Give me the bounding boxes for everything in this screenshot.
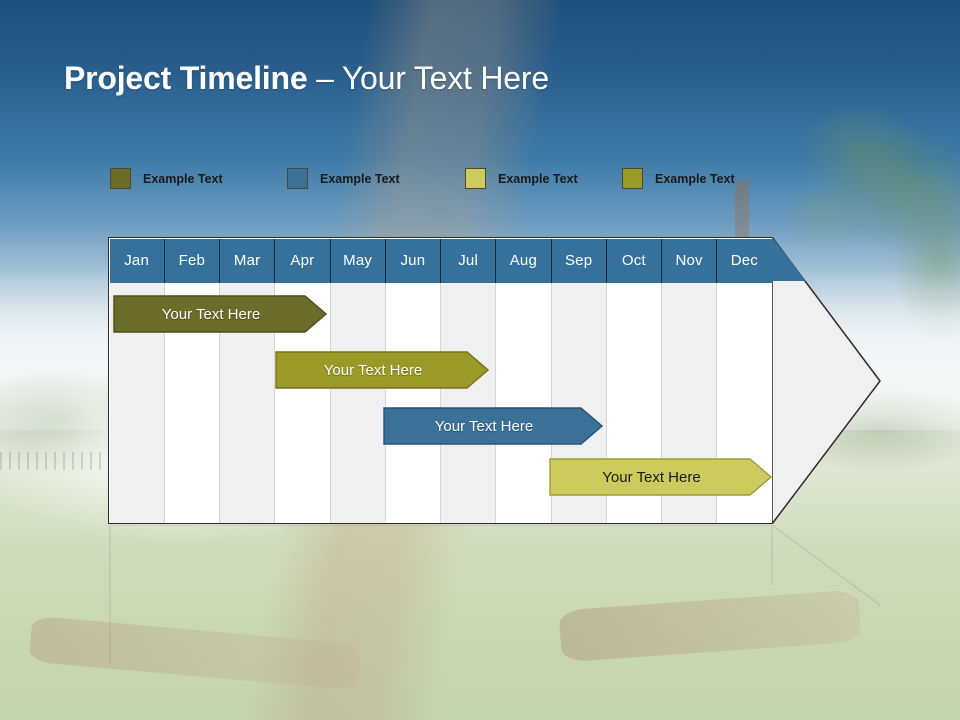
legend: Example Text Example Text Example Text Exam…: [110, 168, 870, 194]
legend-label: Example Text: [498, 171, 578, 186]
task-bar-3[interactable]: Your Text Here: [383, 407, 603, 445]
task-bar-4[interactable]: Your Text Here: [549, 458, 772, 496]
page-title-strong: Project Timeline: [64, 60, 308, 96]
month-header-jun[interactable]: Jun: [385, 238, 441, 283]
legend-label: Example Text: [320, 171, 400, 186]
grid-column-mar: [220, 238, 276, 523]
month-header-dec[interactable]: Dec: [717, 238, 772, 283]
month-header-sep[interactable]: Sep: [551, 238, 607, 283]
legend-swatch-icon: [110, 168, 131, 189]
grid-column-feb: [164, 238, 220, 523]
month-header-aug[interactable]: Aug: [496, 238, 552, 283]
grid-column-aug: [496, 238, 552, 523]
legend-swatch-icon: [465, 168, 486, 189]
task-bar-arrow-icon: [275, 351, 489, 389]
task-bar-arrow-icon: [549, 458, 772, 496]
month-header-jan[interactable]: Jan: [109, 238, 165, 283]
month-header-oct[interactable]: Oct: [606, 238, 662, 283]
legend-swatch-icon: [287, 168, 308, 189]
page-title: Project Timeline – Your Text Here: [64, 60, 549, 97]
month-header-apr[interactable]: Apr: [275, 238, 331, 283]
legend-item-3[interactable]: Example Text: [465, 168, 578, 189]
month-header-jul[interactable]: Jul: [441, 238, 497, 283]
task-bar-1[interactable]: Your Text Here: [113, 295, 327, 333]
page-title-light: – Your Text Here: [307, 60, 549, 96]
task-bar-arrow-icon: [383, 407, 603, 445]
task-bar-arrow-icon: [113, 295, 327, 333]
grid-column-jan: [109, 238, 165, 523]
legend-swatch-icon: [622, 168, 643, 189]
legend-item-4[interactable]: Example Text: [622, 168, 735, 189]
chart-columns: [109, 238, 772, 523]
task-bar-2[interactable]: Your Text Here: [275, 351, 489, 389]
month-header-may[interactable]: May: [330, 238, 386, 283]
legend-item-2[interactable]: Example Text: [287, 168, 400, 189]
legend-label: Example Text: [655, 171, 735, 186]
legend-label: Example Text: [143, 171, 223, 186]
month-header-feb[interactable]: Feb: [164, 238, 220, 283]
legend-item-1[interactable]: Example Text: [110, 168, 223, 189]
month-header-mar[interactable]: Mar: [220, 238, 276, 283]
month-header-nov[interactable]: Nov: [662, 238, 718, 283]
